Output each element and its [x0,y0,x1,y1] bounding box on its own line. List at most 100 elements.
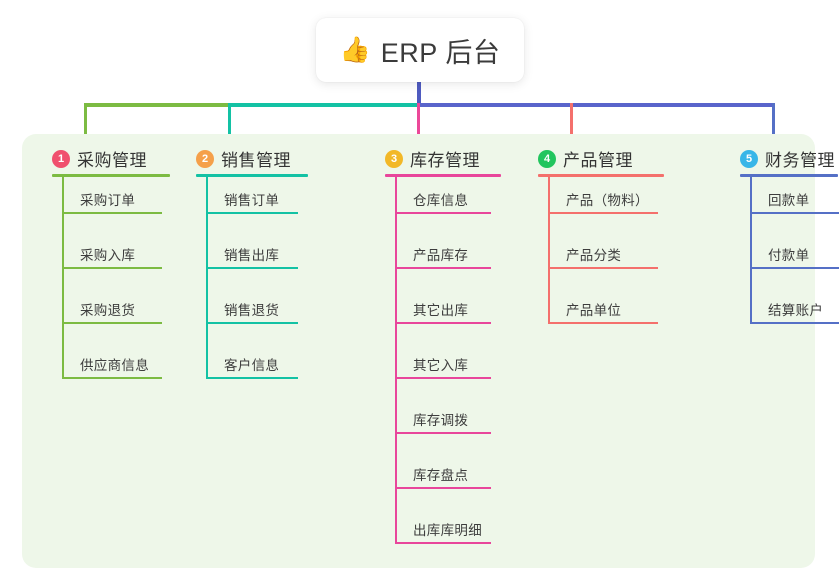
column-rule-1 [52,174,170,177]
drop-stub-column-1 [84,103,87,143]
drop-stub-column-2 [228,103,231,143]
leaf-item-label: 产品库存 [413,248,469,263]
leaf-item-label: 回款单 [768,193,810,208]
column-rule-5 [740,174,838,177]
leaf-item-rule [395,377,491,379]
mindmap-panel: 1 采购管理采购订单采购入库采购退货供应商信息 2 销售管理销售订单销售出库销售退货客… [22,134,839,568]
column-badge-5: 5 [740,149,758,168]
column-spine-2 [206,177,208,379]
leaf-item-label: 产品（物料） [566,193,649,208]
leaf-item-label: 结算账户 [768,303,824,318]
leaf-item[interactable]: 产品库存 [395,241,491,269]
leaf-item-rule [750,212,839,214]
leaf-item-label: 采购退货 [80,303,136,318]
column-badge-1: 1 [52,149,70,168]
column-title-2: 销售管理 [221,151,291,170]
leaf-item[interactable]: 采购退货 [62,296,162,324]
leaf-item-label: 库存调拨 [413,413,469,428]
drop-stub-column-5 [772,103,775,143]
leaf-item-rule [62,212,162,214]
leaf-item-label: 销售订单 [224,193,280,208]
column-spine-4 [548,177,550,324]
leaf-item-rule [395,487,491,489]
column-title-1: 采购管理 [77,151,147,170]
leaf-item-label: 出库库明细 [413,523,482,538]
leaf-item-rule [62,267,162,269]
leaf-item[interactable]: 付款单 [750,241,839,269]
column-spine-1 [62,177,64,379]
leaf-item[interactable]: 回款单 [750,186,839,214]
column-spine-3 [395,177,397,544]
leaf-item-rule [395,322,491,324]
leaf-item-rule [395,542,491,544]
column-spine-5 [750,177,752,324]
leaf-item-rule [548,322,658,324]
leaf-item-rule [62,322,162,324]
leaf-item-label: 采购入库 [80,248,136,263]
page-title: ERP 后台 [380,37,501,68]
column-badge-4: 4 [538,149,556,168]
leaf-item[interactable]: 客户信息 [206,351,298,379]
leaf-item[interactable]: 出库库明细 [395,516,491,544]
leaf-item-rule [750,267,839,269]
distribution-bar-segment-teal [228,103,419,107]
leaf-item-rule [395,267,491,269]
leaf-item[interactable]: 结算账户 [750,296,839,324]
leaf-item-rule [206,322,298,324]
leaf-item-rule [206,212,298,214]
leaf-item[interactable]: 销售出库 [206,241,298,269]
leaf-item[interactable]: 产品单位 [548,296,658,324]
drop-stub-column-3 [417,103,420,143]
leaf-item-rule [548,212,658,214]
column-header-1[interactable]: 1 采购管理 [52,146,147,171]
column-title-5: 财务管理 [765,151,835,170]
leaf-item-label: 产品分类 [566,248,622,263]
leaf-item-label: 客户信息 [224,358,280,373]
drop-stub-column-4 [570,103,573,143]
leaf-item[interactable]: 销售订单 [206,186,298,214]
leaf-item-label: 仓库信息 [413,193,469,208]
leaf-item-rule [750,322,839,324]
leaf-item-label: 其它出库 [413,303,469,318]
leaf-item-label: 采购订单 [80,193,136,208]
leaf-item[interactable]: 其它出库 [395,296,491,324]
distribution-bar-segment-blue [417,103,775,107]
leaf-item-rule [395,432,491,434]
leaf-item-label: 销售退货 [224,303,280,318]
column-badge-2: 2 [196,149,214,168]
leaf-item[interactable]: 采购订单 [62,186,162,214]
leaf-item-rule [206,267,298,269]
column-rule-4 [538,174,664,177]
leaf-item[interactable]: 库存盘点 [395,461,491,489]
root-node-card[interactable]: 👍 ERP 后台 [316,18,524,82]
leaf-item[interactable]: 销售退货 [206,296,298,324]
leaf-item[interactable]: 产品分类 [548,241,658,269]
column-rule-2 [196,174,308,177]
leaf-item-label: 其它入库 [413,358,469,373]
column-rule-3 [385,174,501,177]
column-title-3: 库存管理 [410,151,480,170]
leaf-item[interactable]: 采购入库 [62,241,162,269]
thumbs-up-icon: 👍 [339,35,371,64]
leaf-item[interactable]: 库存调拨 [395,406,491,434]
leaf-item[interactable]: 其它入库 [395,351,491,379]
leaf-item-label: 销售出库 [224,248,280,263]
leaf-item-label: 付款单 [768,248,810,263]
leaf-item-rule [395,212,491,214]
leaf-item-label: 供应商信息 [80,358,149,373]
distribution-bar-segment-green [84,103,229,107]
column-header-3[interactable]: 3 库存管理 [385,146,480,171]
column-header-5[interactable]: 5 财务管理 [740,146,835,171]
leaf-item[interactable]: 供应商信息 [62,351,162,379]
trunk-vertical-line [417,82,421,106]
leaf-item-rule [206,377,298,379]
leaf-item[interactable]: 产品（物料） [548,186,658,214]
leaf-item-label: 产品单位 [566,303,622,318]
leaf-item-label: 库存盘点 [413,468,469,483]
leaf-item[interactable]: 仓库信息 [395,186,491,214]
column-header-2[interactable]: 2 销售管理 [196,146,291,171]
leaf-item-rule [62,377,162,379]
column-badge-3: 3 [385,149,403,168]
leaf-item-rule [548,267,658,269]
